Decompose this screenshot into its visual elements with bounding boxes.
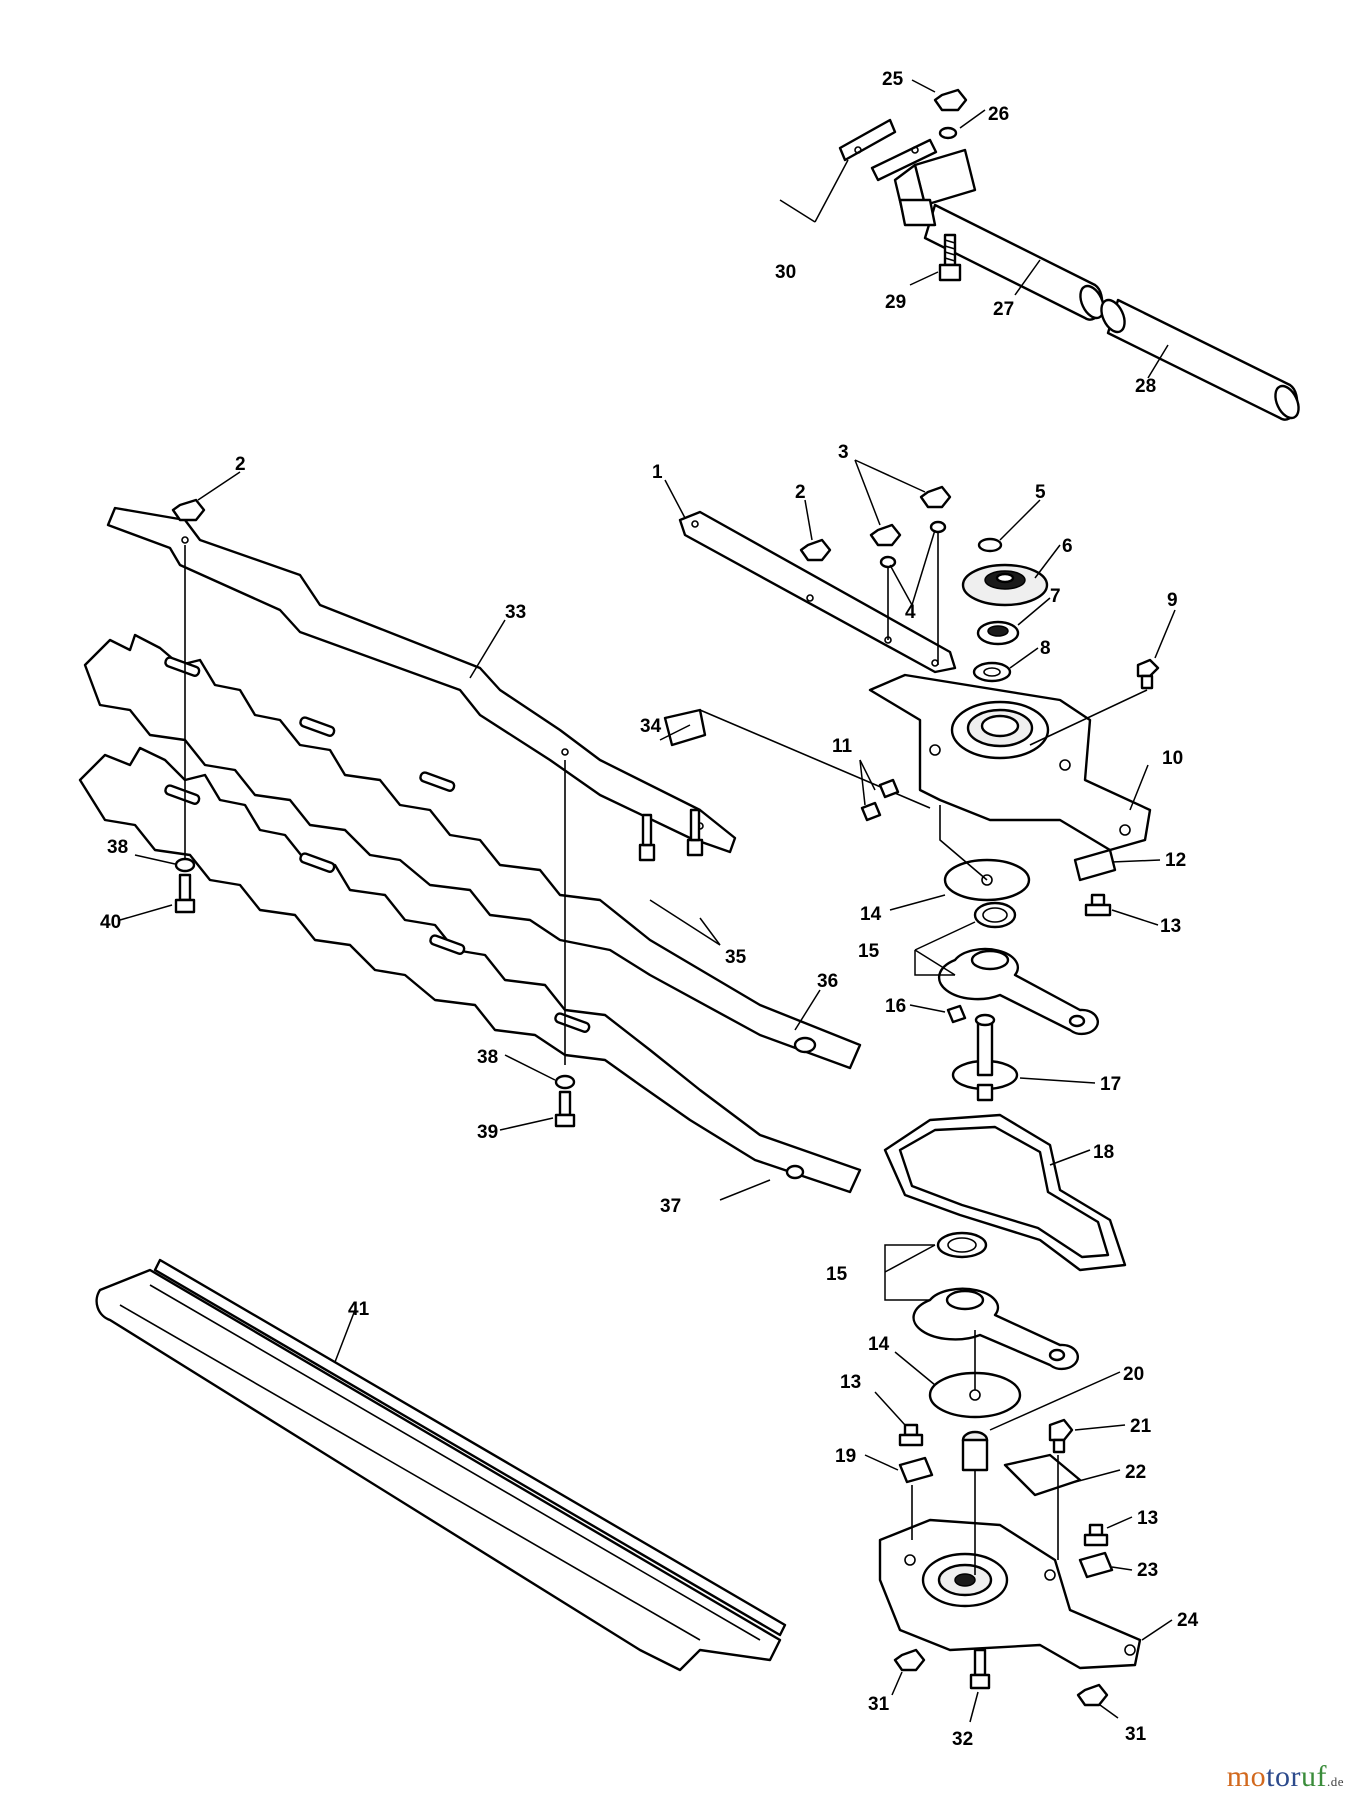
callout-12: 12 xyxy=(1165,850,1186,871)
gearbox-assembly xyxy=(664,459,1176,1723)
watermark-tld: .de xyxy=(1326,1774,1344,1789)
callout-15: 15 xyxy=(858,941,880,962)
callout-29: 29 xyxy=(885,292,906,313)
handle-pipe-assembly xyxy=(779,79,1300,421)
callout-27: 27 xyxy=(993,299,1014,320)
callout-26: 26 xyxy=(988,104,1009,125)
callout-14: 14 xyxy=(860,904,882,925)
callout-labels: 1 2 2 3 4 5 6 7 8 9 10 11 12 13 14 15 16… xyxy=(100,69,1199,1750)
callout-37: 37 xyxy=(660,1196,681,1217)
callout-3: 3 xyxy=(838,442,849,463)
callout-19: 19 xyxy=(835,1446,856,1467)
watermark-text: motoruf xyxy=(1226,1760,1327,1793)
callout-28: 28 xyxy=(1135,376,1156,397)
callout-14: 14 xyxy=(868,1334,890,1355)
callout-39: 39 xyxy=(477,1122,498,1143)
callout-2: 2 xyxy=(235,454,246,475)
callout-32: 32 xyxy=(952,1729,973,1750)
callout-38: 38 xyxy=(477,1047,498,1068)
callout-13: 13 xyxy=(840,1372,861,1393)
callout-24: 24 xyxy=(1177,1610,1199,1631)
callout-2: 2 xyxy=(795,482,806,503)
callout-23: 23 xyxy=(1137,1560,1158,1581)
callout-41: 41 xyxy=(348,1299,370,1320)
callout-9: 9 xyxy=(1167,590,1178,611)
callout-13: 13 xyxy=(1137,1508,1158,1529)
callout-31: 31 xyxy=(1125,1724,1147,1745)
callout-16: 16 xyxy=(885,996,906,1017)
callout-10: 10 xyxy=(1162,748,1183,769)
callout-4: 4 xyxy=(905,602,916,623)
callout-22: 22 xyxy=(1125,1462,1146,1483)
callout-15: 15 xyxy=(826,1264,848,1285)
callout-17: 17 xyxy=(1100,1074,1121,1095)
callout-5: 5 xyxy=(1035,482,1046,503)
callout-6: 6 xyxy=(1062,536,1073,557)
callout-38: 38 xyxy=(107,837,128,858)
callout-36: 36 xyxy=(817,971,838,992)
callout-21: 21 xyxy=(1130,1416,1152,1437)
callout-20: 20 xyxy=(1123,1364,1144,1385)
watermark-logo: motoruf.de xyxy=(1227,1760,1344,1794)
callout-7: 7 xyxy=(1050,586,1061,607)
callout-40: 40 xyxy=(100,912,121,933)
callout-18: 18 xyxy=(1093,1142,1114,1163)
blade-sheath xyxy=(95,1258,787,1672)
callout-1: 1 xyxy=(652,462,663,483)
callout-25: 25 xyxy=(882,69,904,90)
callout-34: 34 xyxy=(640,716,662,737)
callout-8: 8 xyxy=(1040,638,1051,659)
callout-31: 31 xyxy=(868,1694,890,1715)
callout-30: 30 xyxy=(775,262,796,283)
callout-11: 11 xyxy=(832,736,853,757)
callout-13: 13 xyxy=(1160,916,1181,937)
blade-assembly xyxy=(78,471,931,1201)
callout-35: 35 xyxy=(725,947,747,968)
callout-33: 33 xyxy=(505,602,526,623)
